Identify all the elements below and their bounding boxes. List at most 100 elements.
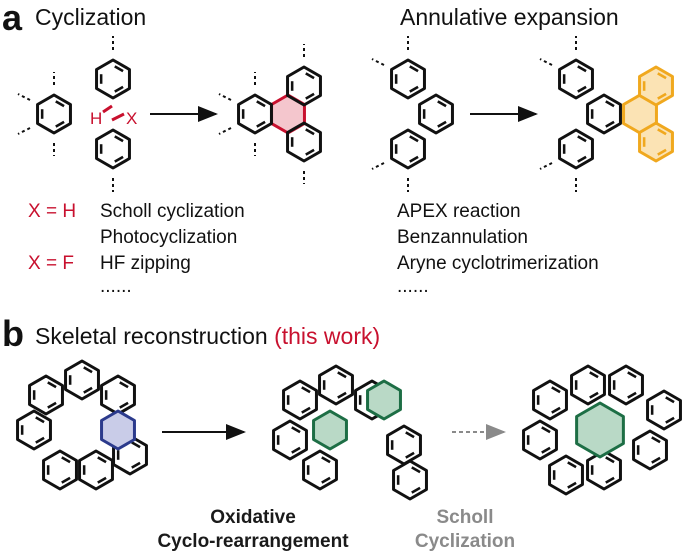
step-oxidative-caption: Oxidative Cyclo-rearrangement <box>133 506 373 554</box>
mid-ring-6 <box>392 459 428 501</box>
atom-h-label: H <box>90 109 102 128</box>
double-bond <box>321 476 331 484</box>
final-ring-2 <box>608 364 644 406</box>
final-ring-1 <box>570 364 606 406</box>
double-bond <box>97 476 107 484</box>
double-bond <box>409 85 419 93</box>
ext-bottom-ring <box>558 128 594 170</box>
final-ring-3 <box>646 389 682 431</box>
start-ring-0 <box>28 374 64 416</box>
substituent-dash <box>539 58 553 66</box>
double-bond <box>291 446 301 454</box>
mid-ring-1 <box>318 364 354 406</box>
substituent-dash <box>539 162 553 170</box>
double-bond <box>256 120 266 128</box>
double-bond <box>35 416 45 424</box>
green-ring-left <box>312 409 348 451</box>
double-bond <box>551 406 561 414</box>
method-hf-zipping: HF zipping <box>100 253 191 274</box>
ext-middle-ring <box>586 93 622 135</box>
step-oxidative-line1: Oxidative <box>210 507 296 528</box>
step-oxidative-line2: Cyclo-rearrangement <box>157 531 349 552</box>
method-scholl-cyclization: Scholl cyclization <box>100 201 245 222</box>
double-bond <box>567 481 577 489</box>
double-bond <box>114 65 124 73</box>
double-bond <box>437 100 447 108</box>
double-bond <box>605 476 615 484</box>
product-left-ring <box>237 93 273 135</box>
start-ring-1 <box>64 359 100 401</box>
double-bond <box>657 128 667 136</box>
double-bond <box>305 72 315 80</box>
double-bond <box>291 426 301 434</box>
this-work-note: (this work) <box>274 323 381 349</box>
double-bond <box>665 416 675 424</box>
ext-top-ring <box>558 58 594 100</box>
double-bond <box>35 436 45 444</box>
double-bond <box>411 486 421 494</box>
h-bond-line <box>102 104 113 114</box>
x-bond-line <box>111 112 125 122</box>
green-core-ring <box>575 401 625 459</box>
double-bond <box>577 85 587 93</box>
double-bond <box>119 381 129 389</box>
double-bond <box>627 391 637 399</box>
method-photocyclization: Photocyclization <box>100 227 238 248</box>
double-bond <box>305 148 315 156</box>
double-bond <box>551 386 561 394</box>
phen-top-ring <box>390 58 426 100</box>
double-bond <box>409 135 419 143</box>
double-bond <box>437 120 447 128</box>
double-bond <box>305 128 315 136</box>
panel-b-letter: b <box>2 313 24 354</box>
cyclization-heading: Cyclization <box>35 4 147 30</box>
substituent-dash <box>17 93 31 101</box>
double-bond <box>55 100 65 108</box>
double-bond <box>301 406 311 414</box>
double-bond <box>114 155 124 163</box>
green-ring-right <box>366 379 402 421</box>
center-ring <box>36 93 72 135</box>
mid-ring-3 <box>272 419 308 461</box>
substituent-dash <box>218 93 232 101</box>
atom-x-label: X <box>126 109 137 128</box>
double-bond <box>627 371 637 379</box>
double-bond <box>47 401 57 409</box>
double-bond <box>83 366 93 374</box>
double-bond <box>541 446 551 454</box>
double-bond <box>605 456 615 464</box>
start-ring-4 <box>42 449 78 491</box>
substituent-dash <box>371 162 385 170</box>
double-bond <box>55 120 65 128</box>
annulative-expansion-heading: Annulative expansion <box>400 4 619 30</box>
method-aryne-cyclotrimerization: Aryne cyclotrimerization <box>397 253 599 274</box>
phen-bottom-ring <box>390 128 426 170</box>
double-bond <box>119 401 129 409</box>
double-bond <box>665 396 675 404</box>
method-apex-reaction: APEX reaction <box>397 201 521 222</box>
final-ring-0 <box>532 379 568 421</box>
double-bond <box>577 65 587 73</box>
double-bond <box>47 381 57 389</box>
double-bond <box>321 456 331 464</box>
double-bond <box>256 100 266 108</box>
final-ring-7 <box>632 429 668 471</box>
double-bond <box>61 476 71 484</box>
double-bond <box>405 451 415 459</box>
condition-x-f: X = F <box>28 253 74 274</box>
double-bond <box>541 426 551 434</box>
double-bond <box>577 155 587 163</box>
substituent-dash <box>371 58 385 66</box>
double-bond <box>337 391 347 399</box>
double-bond <box>651 456 661 464</box>
method-ellipsis: ...... <box>100 276 132 297</box>
skeletal-reconstruction-title: Skeletal reconstruction <box>35 323 268 349</box>
double-bond <box>97 456 107 464</box>
double-bond <box>337 371 347 379</box>
product-top-ring <box>286 65 322 107</box>
panel-a-letter: a <box>2 0 23 38</box>
step-scholl-line2: Cyclization <box>414 531 516 552</box>
double-bond <box>301 386 311 394</box>
start-ring-3 <box>16 409 52 451</box>
